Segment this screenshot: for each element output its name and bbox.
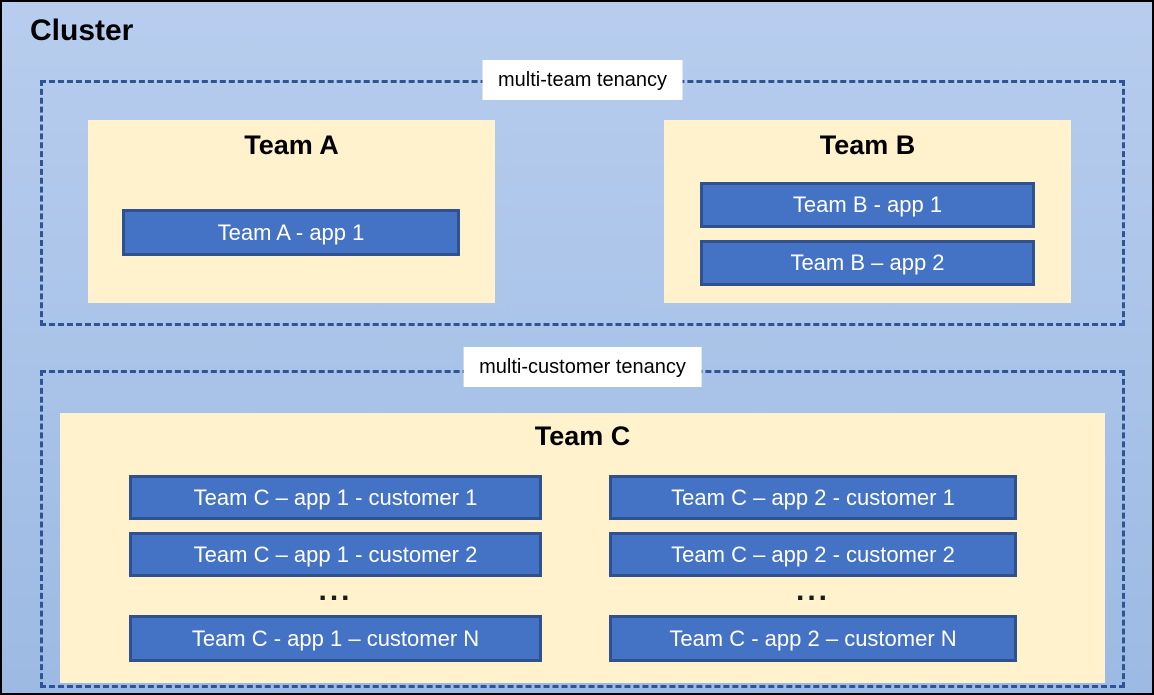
team-a-title: Team A [244,130,339,160]
ellipsis: ... [795,574,830,607]
team-c-app1-customer1-box: Team C – app 1 - customer 1 [129,475,542,520]
multi-customer-tenancy-group: multi-customer tenancy Team C Team C – a… [40,347,1125,688]
team-c-app2-customer1-box: Team C – app 2 - customer 1 [609,475,1017,520]
team-c-app2-customer2-box: Team C – app 2 - customer 2 [609,532,1017,577]
team-a-panel: Team A Team A - app 1 [88,120,495,303]
cluster-title: Cluster [30,14,134,47]
team-c-app1-customerN-box: Team C - app 1 – customer N [129,615,542,662]
team-b-panel: Team B Team B - app 1 Team B – app 2 [664,120,1071,303]
team-c-app2-customerN-box: Team C - app 2 – customer N [609,615,1017,662]
team-c-app2-column: Team C – app 2 - customer 1 Team C – app… [609,475,1017,662]
team-a-app-1-box: Team A - app 1 [122,209,460,256]
team-c-app1-column: Team C – app 1 - customer 1 Team C – app… [129,475,542,662]
ellipsis: ... [318,574,353,607]
team-c-title: Team C [534,421,631,451]
team-b-app-2-box: Team B – app 2 [700,240,1035,286]
multi-team-tenancy-group: multi-team tenancy Team A Team A - app 1… [40,60,1125,326]
team-b-title: Team B [819,130,916,160]
team-b-app-1-box: Team B - app 1 [700,182,1035,228]
team-c-panel: Team C Team C – app 1 - customer 1 Team … [60,413,1105,683]
multi-customer-tenancy-label: multi-customer tenancy [463,347,702,387]
multi-team-tenancy-label: multi-team tenancy [482,60,683,100]
team-c-app1-customer2-box: Team C – app 1 - customer 2 [129,532,542,577]
